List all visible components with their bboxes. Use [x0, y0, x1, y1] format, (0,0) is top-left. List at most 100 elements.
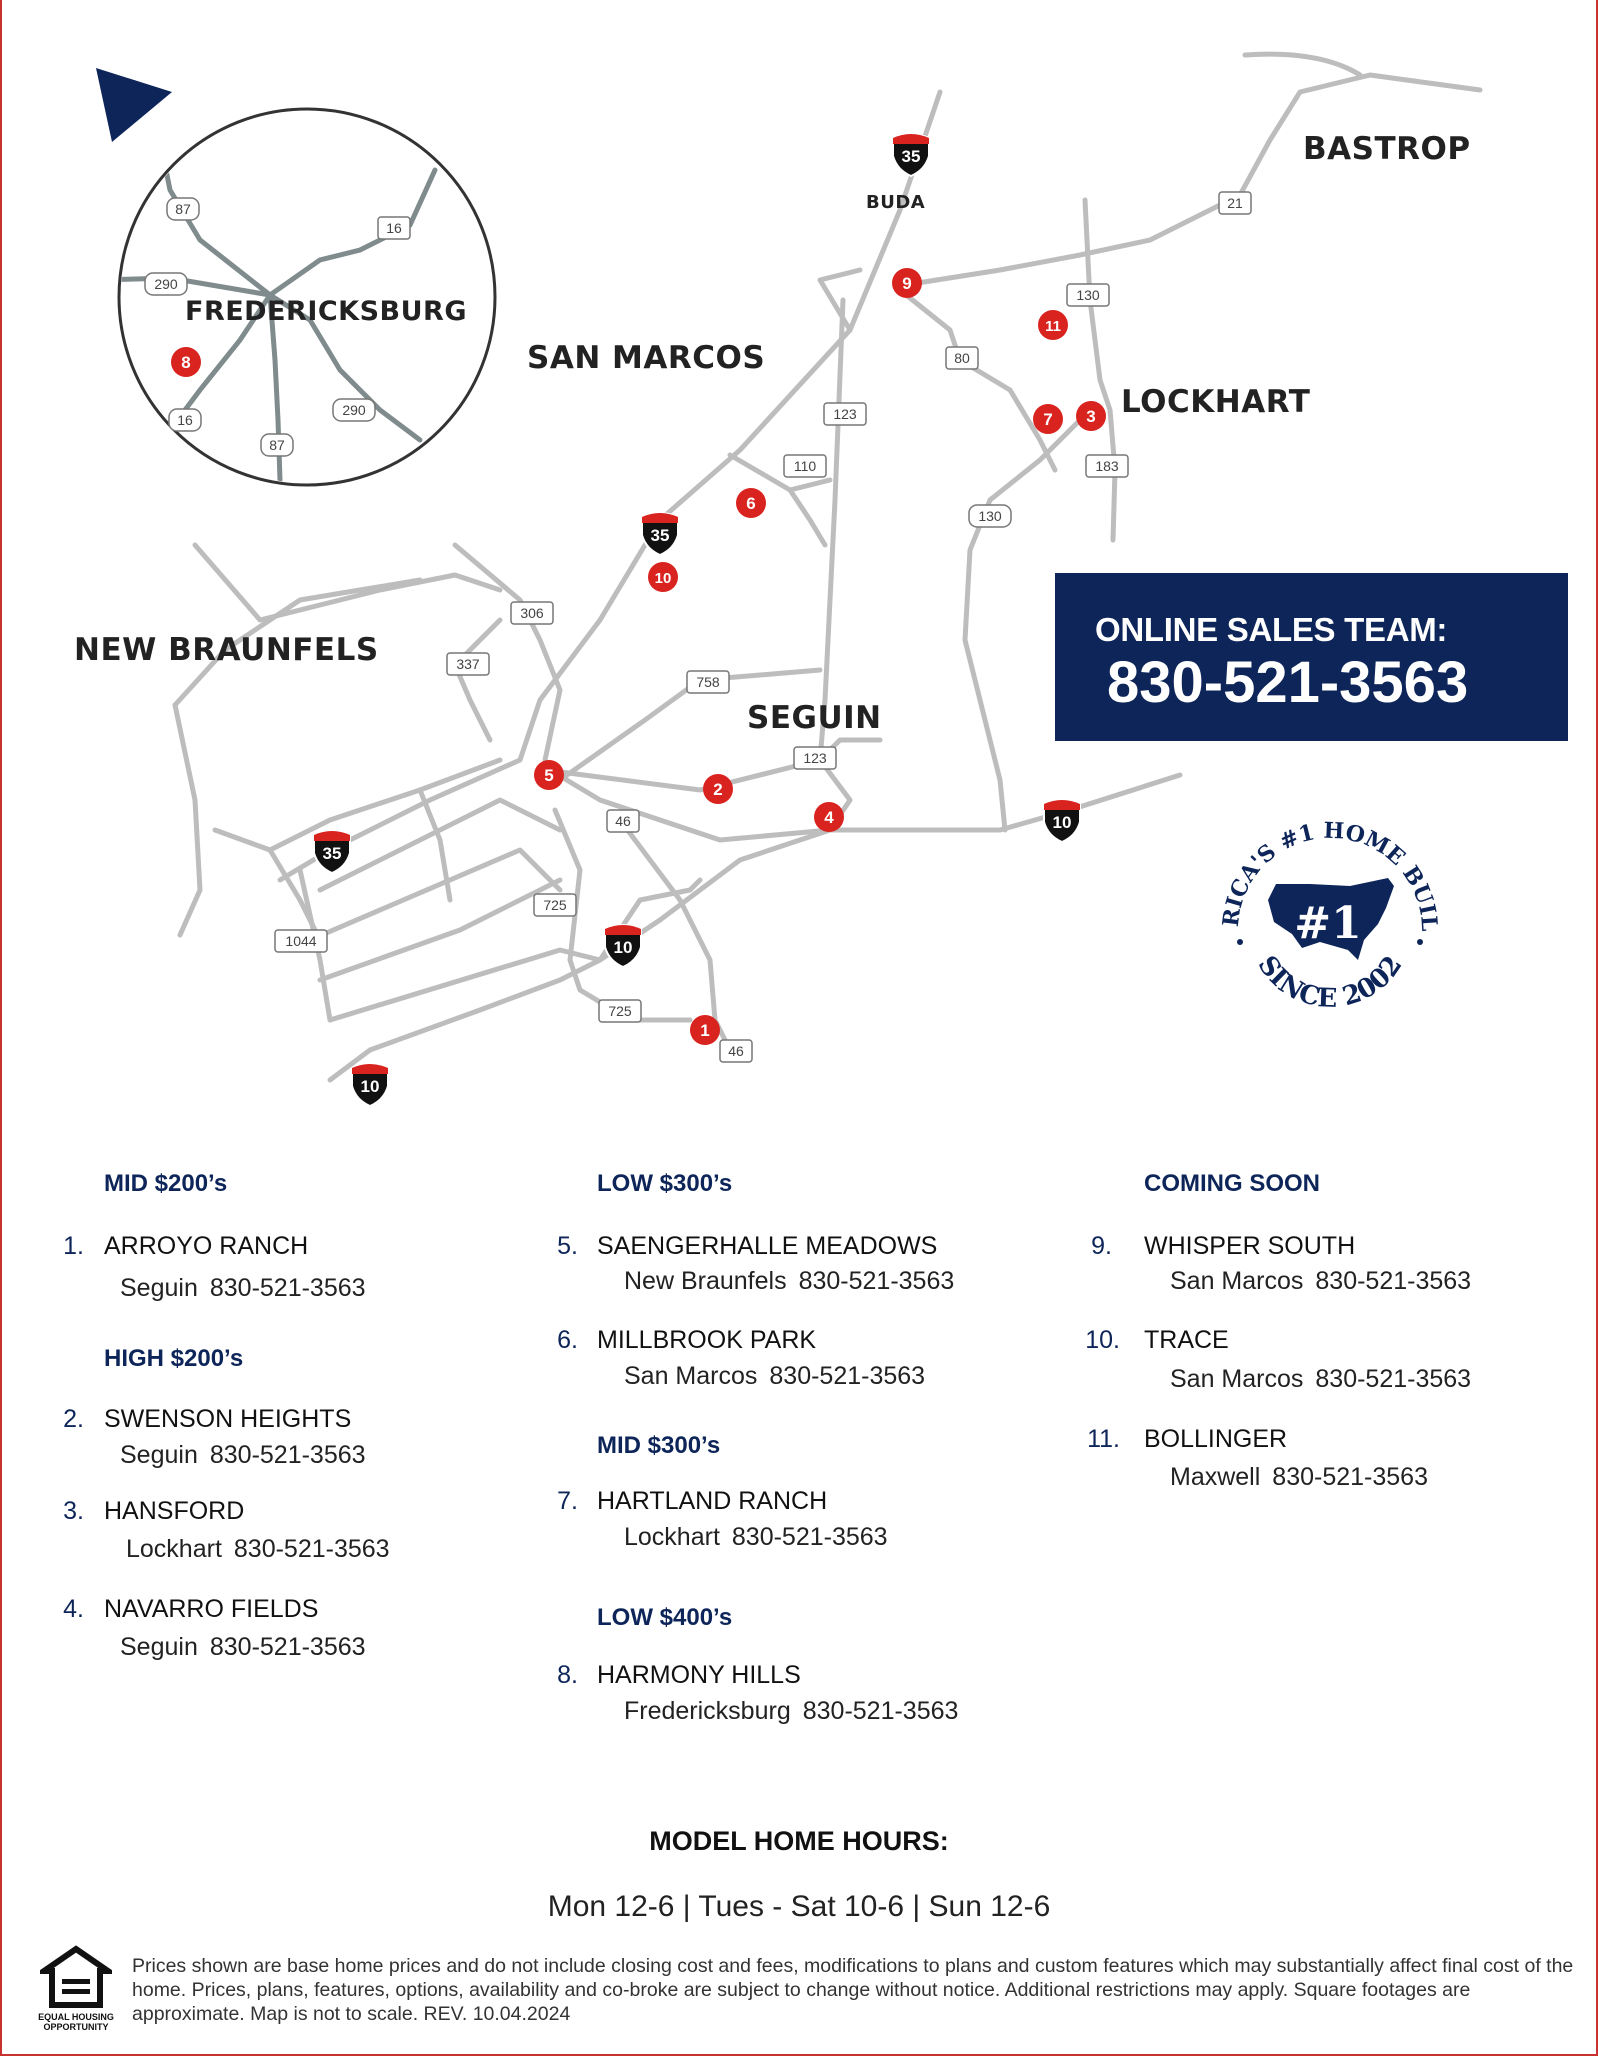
community-marker[interactable]: 6 — [736, 488, 766, 518]
route-label: 16 — [168, 408, 202, 432]
community-name: HANSFORD — [104, 1497, 245, 1525]
price-mid-200s: MID $200’s — [104, 1170, 228, 1197]
list-number: 11. — [1087, 1425, 1120, 1453]
svg-text:2: 2 — [713, 780, 722, 799]
community-marker[interactable]: 2 — [703, 774, 733, 804]
model-home-hours: Mon 12-6 | Tues - Sat 10-6 | Sun 12-6 — [547, 1890, 1051, 1923]
community-name: WHISPER SOUTH — [1144, 1232, 1356, 1260]
svg-text:35: 35 — [651, 526, 670, 545]
svg-text:5: 5 — [544, 766, 553, 785]
city-label-lockhart: LOCKHART — [1121, 384, 1311, 420]
svg-text:306: 306 — [520, 605, 544, 621]
route-label: 337 — [446, 652, 490, 676]
community-marker[interactable]: 5 — [534, 760, 564, 790]
svg-text:11: 11 — [1045, 318, 1061, 335]
city-label-seguin: SEGUIN — [747, 700, 882, 736]
svg-text:8: 8 — [181, 353, 190, 372]
list-number: 1. — [63, 1232, 84, 1260]
community-name: HARMONY HILLS — [597, 1661, 801, 1689]
svg-text:16: 16 — [177, 412, 193, 428]
route-label: 183 — [1085, 454, 1129, 478]
route-label: 758 — [686, 670, 730, 694]
community-marker[interactable]: 1 — [690, 1015, 720, 1045]
svg-text:1: 1 — [700, 1021, 709, 1040]
area-map: 8716290290168721130801231101301833063377… — [96, 51, 1483, 1108]
route-label: 1044 — [274, 929, 328, 953]
svg-text:35: 35 — [323, 844, 342, 863]
city-label-fredericksburg: FREDERICKSBURG — [185, 296, 468, 327]
svg-text:110: 110 — [794, 458, 817, 474]
community-name: MILLBROOK PARK — [597, 1326, 817, 1354]
svg-text:130: 130 — [1076, 287, 1100, 303]
interstate-shield-icon: 35 — [641, 512, 679, 557]
svg-text:80: 80 — [954, 350, 970, 366]
route-label: 130 — [968, 504, 1012, 528]
community-marker[interactable]: 7 — [1033, 404, 1063, 434]
community-name: NAVARRO FIELDS — [104, 1595, 319, 1623]
svg-text:35: 35 — [902, 147, 921, 166]
svg-text:725: 725 — [608, 1003, 632, 1019]
city-label-new-braunfels: NEW BRAUNFELS — [74, 632, 379, 668]
route-labels: 8716290290168721130801231101301833063377… — [144, 191, 1252, 1063]
route-label: 16 — [377, 216, 411, 240]
equal-housing-label: EQUAL HOUSING OPPORTUNITY — [38, 2012, 114, 2032]
city-label-bastrop: BASTROP — [1303, 131, 1471, 167]
svg-text:337: 337 — [456, 656, 480, 672]
community-marker[interactable]: 10 — [648, 562, 678, 592]
community-name: TRACE — [1144, 1326, 1229, 1354]
online-sales-box: ONLINE SALES TEAM: 830-521-3563 — [1055, 573, 1568, 741]
north-arrow-icon — [96, 68, 172, 142]
community-marker[interactable]: 8 — [171, 347, 201, 377]
svg-text:10: 10 — [361, 1077, 380, 1096]
svg-text:183: 183 — [1095, 458, 1119, 474]
svg-text:290: 290 — [342, 402, 366, 418]
price-mid-300s: MID $300’s — [597, 1432, 721, 1459]
disclaimer: Prices shown are base home prices and do… — [132, 1955, 1574, 2025]
community-marker[interactable]: 3 — [1076, 401, 1106, 431]
usa-map-icon — [1268, 878, 1394, 960]
svg-text:123: 123 — [803, 750, 827, 766]
svg-text:4: 4 — [824, 808, 834, 827]
badge-bottom-text: SINCE 2002 — [1252, 951, 1409, 1014]
svg-text:758: 758 — [696, 674, 720, 690]
svg-text:21: 21 — [1227, 195, 1243, 211]
price-high-200s: HIGH $200’s — [104, 1345, 244, 1372]
list-number: 9. — [1091, 1232, 1112, 1260]
route-label: 725 — [533, 893, 577, 917]
list-number: 5. — [557, 1232, 578, 1260]
list-number: 7. — [557, 1487, 578, 1515]
svg-text:10: 10 — [614, 938, 633, 957]
community-marker[interactable]: 9 — [892, 268, 922, 298]
badge-number: #1 — [1294, 898, 1361, 949]
svg-text:16: 16 — [386, 220, 402, 236]
svg-text:3: 3 — [1086, 407, 1095, 426]
route-label: 21 — [1218, 191, 1252, 215]
list-number: 10. — [1085, 1326, 1120, 1354]
price-low-300s: LOW $300’s — [597, 1170, 733, 1197]
list-number: 3. — [63, 1497, 84, 1525]
route-label: 290 — [144, 272, 188, 296]
community-marker[interactable]: 11 — [1038, 310, 1068, 340]
community-name: SAENGERHALLE MEADOWS — [597, 1232, 938, 1260]
route-label: 46 — [606, 809, 640, 833]
price-coming-soon: COMING SOON — [1144, 1170, 1321, 1197]
sales-phone[interactable]: 830-521-3563 — [1107, 650, 1469, 715]
city-label-buda: BUDA — [866, 192, 926, 213]
community-name: BOLLINGER — [1144, 1425, 1288, 1453]
community-name: ARROYO RANCH — [104, 1232, 309, 1260]
svg-text:290: 290 — [154, 276, 178, 292]
svg-text:123: 123 — [833, 406, 857, 422]
community-marker[interactable]: 4 — [814, 802, 844, 832]
interstate-shield-icon: 35 — [313, 830, 351, 875]
equal-housing-icon — [40, 1945, 112, 2008]
interstate-shield-icon: 10 — [1043, 799, 1081, 844]
